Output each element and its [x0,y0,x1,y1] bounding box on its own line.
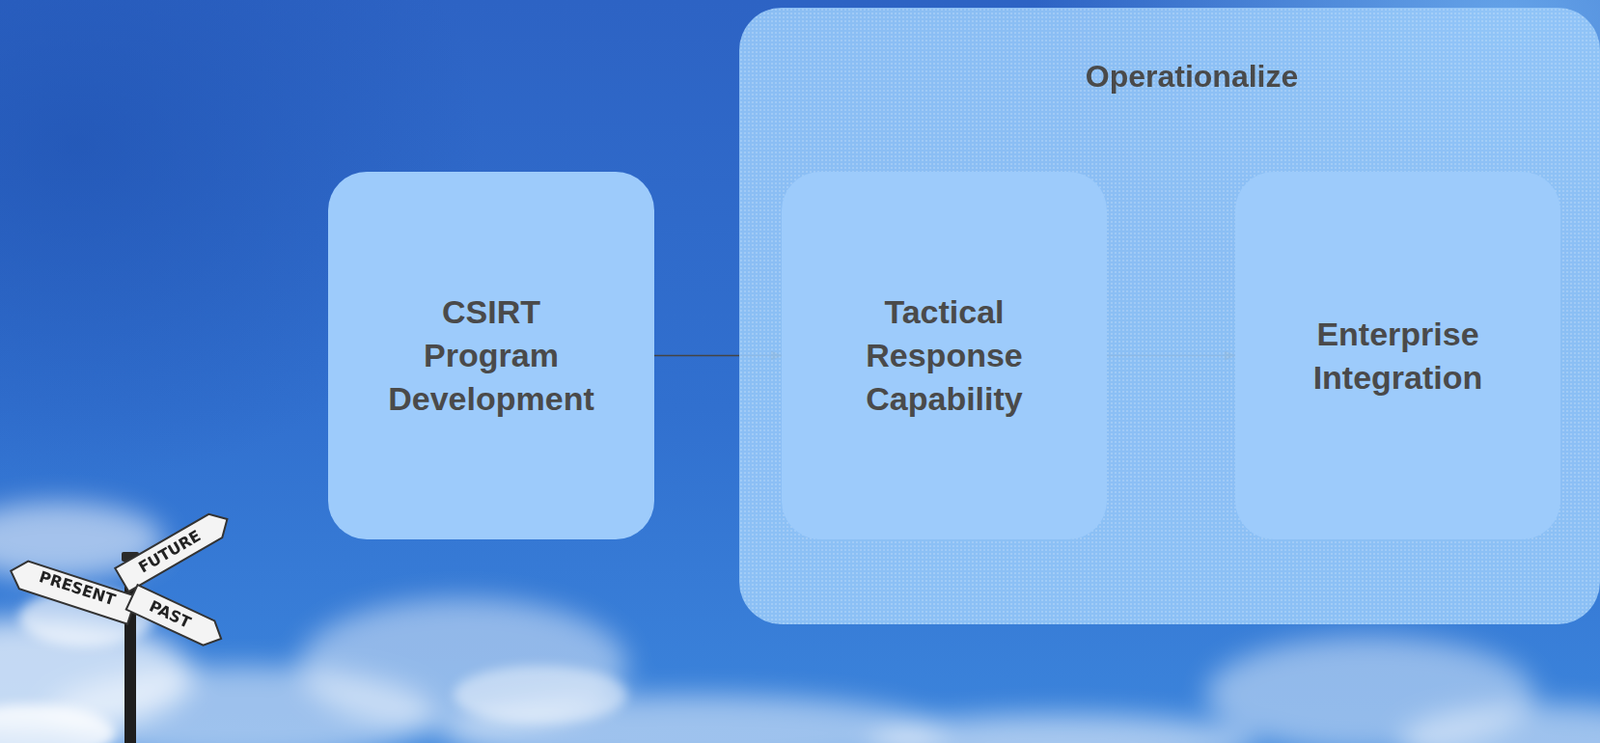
process-box: Enterprise Integration [1235,171,1561,540]
process-box: CSIRT Program Development [328,171,655,540]
box-label: Tactical Response Capability [824,290,1066,421]
group-title: Operationalize [1085,58,1299,95]
box-label: Enterprise Integration [1277,312,1519,400]
group-box: OperationalizeTactical Response Capabili… [739,7,1600,625]
box-label: CSIRT Program Development [370,290,612,421]
signpost [6,507,235,743]
process-box: Tactical Response Capability [781,171,1107,540]
